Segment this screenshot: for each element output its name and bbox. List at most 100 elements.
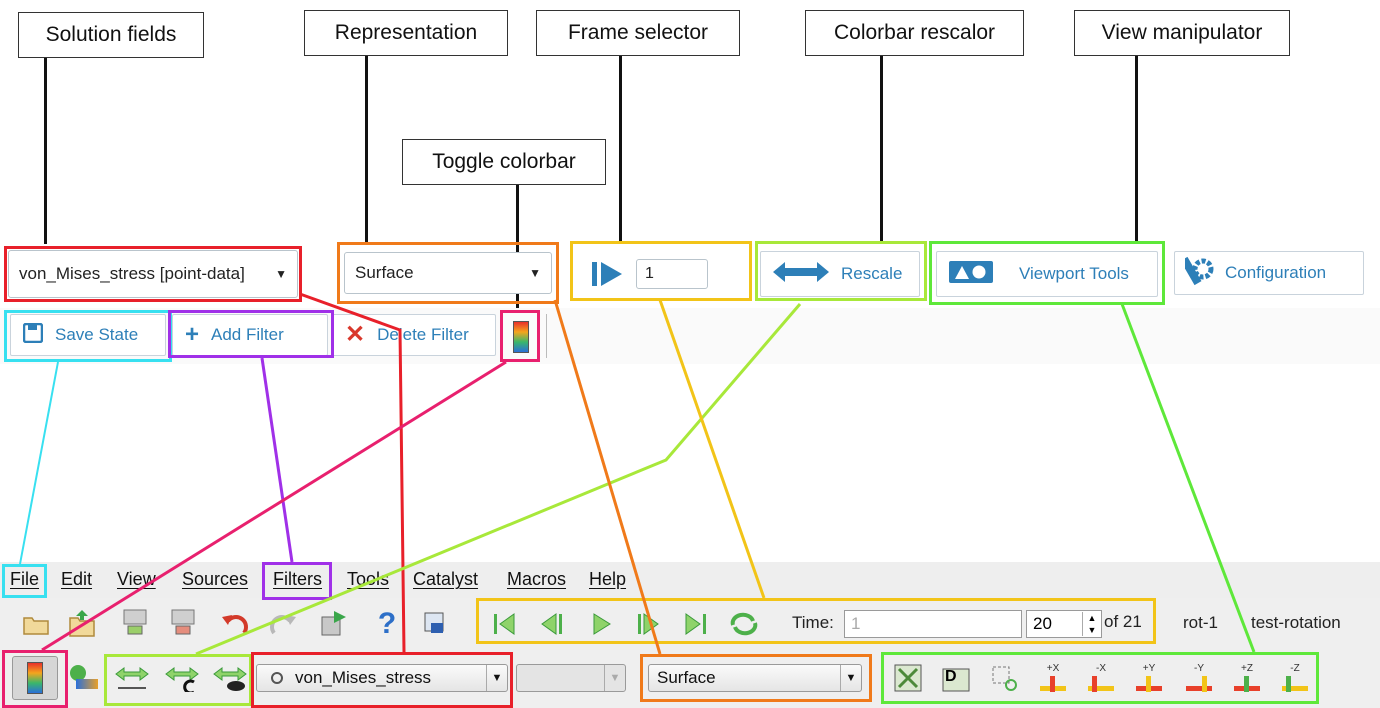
source-name-label: rot-1 (1183, 613, 1218, 632)
leader-solution-fields (44, 58, 47, 244)
menu-help[interactable]: Help (589, 569, 627, 589)
rescale-visible-range-icon[interactable] (210, 662, 250, 696)
colorbar-toggle-button[interactable] (504, 314, 538, 360)
chevron-down-icon: ▼ (840, 665, 861, 691)
play-frame-icon[interactable] (590, 259, 624, 289)
highlight-frame-selector-top (570, 241, 752, 301)
configuration-button[interactable]: Configuration (1174, 251, 1364, 295)
axis-label: +Z (1241, 662, 1253, 674)
representation-combo[interactable]: Surface ▼ (648, 664, 862, 692)
axis-label: -Z (1290, 662, 1300, 674)
callout-colorbar-rescalor: Colorbar rescalor (805, 10, 1024, 56)
viewport-tools-button[interactable]: Viewport Tools (936, 251, 1158, 297)
chevron-down-icon: ▼ (275, 267, 287, 281)
axis-label: -X (1096, 662, 1106, 674)
wrench-gear-icon (1180, 255, 1217, 292)
callout-view-manipulator: View manipulator (1074, 10, 1290, 56)
spin-arrows-icon[interactable]: ▲▼ (1082, 612, 1101, 636)
callout-frame-selector: Frame selector (536, 10, 740, 56)
toggle-colorbar-toolbar-button[interactable] (12, 656, 58, 700)
menu-sources[interactable]: Sources (182, 569, 249, 589)
menu-file[interactable]: File (10, 569, 40, 589)
connector-solution-fields (299, 292, 406, 653)
colorbar-icon (513, 321, 529, 353)
solution-field-select[interactable]: von_Mises_stress [point-data] ▼ (8, 250, 298, 298)
highlight-add-filter-top (168, 310, 334, 358)
last-frame-icon[interactable] (678, 608, 712, 640)
view-axis-minus-y-icon[interactable]: -Y (1180, 660, 1218, 698)
callout-label: Solution fields (45, 23, 177, 46)
highlight-solution-fields-bottom (251, 652, 513, 708)
view-axis-minus-z-icon[interactable]: -Z (1276, 660, 1314, 698)
callout-label: View manipulator (1101, 21, 1263, 44)
zoom-to-box-icon[interactable] (986, 660, 1022, 696)
loop-icon[interactable] (726, 608, 762, 640)
leader-frame-selector (619, 56, 622, 242)
representation-combo-value: Surface (657, 668, 716, 687)
highlight-representation-top (337, 242, 559, 304)
representation-value: Surface (355, 263, 414, 282)
connector-rescale (195, 303, 802, 656)
colorbar-icon (27, 662, 43, 694)
axis-label: +Y (1142, 662, 1156, 674)
view-axis-plus-y-icon[interactable]: +Y (1130, 660, 1168, 698)
floppy-disk-icon (22, 322, 44, 348)
highlight-toggle-colorbar-top (500, 310, 540, 362)
undo-icon[interactable] (218, 608, 252, 640)
callout-toggle-colorbar: Toggle colorbar (402, 139, 606, 185)
pick-center-icon[interactable] (418, 606, 452, 642)
frame-input[interactable]: 1 (636, 259, 708, 289)
first-frame-icon[interactable] (488, 608, 522, 640)
frame-index-spinbox[interactable]: 20 ▲▼ (1026, 610, 1102, 638)
camera-link-icon[interactable] (316, 606, 350, 642)
previous-frame-icon[interactable] (536, 608, 570, 640)
redo-icon[interactable] (266, 608, 300, 640)
rescale-data-range-icon[interactable] (112, 662, 152, 696)
color-legend-editor-icon[interactable] (66, 660, 102, 696)
help-icon[interactable]: ? (377, 607, 397, 640)
reset-camera-icon[interactable] (890, 660, 926, 696)
menubar (0, 562, 1380, 598)
rescale-button[interactable]: Rescale (760, 251, 920, 297)
play-icon[interactable] (584, 608, 618, 640)
component-combo[interactable]: ▼ (516, 664, 626, 692)
svg-text:D: D (945, 668, 957, 685)
open-folder-icon[interactable] (20, 608, 52, 640)
solution-field-value: von_Mises_stress [point-data] (19, 264, 245, 283)
row-separator (546, 314, 547, 358)
rescale-custom-range-icon[interactable] (162, 662, 202, 696)
disconnect-server-icon[interactable] (166, 606, 200, 642)
view-axis-plus-x-icon[interactable]: +X (1034, 660, 1072, 698)
frame-selector-panel: 1 (578, 250, 742, 298)
view-axis-minus-x-icon[interactable]: -X (1082, 660, 1120, 698)
menu-macros[interactable]: Macros (507, 569, 567, 589)
highlight-file-menu (2, 564, 47, 598)
connector-representation (553, 299, 662, 655)
save-state-button[interactable]: Save State (10, 314, 166, 356)
highlight-filters-menu (262, 562, 332, 600)
connector-add-filter (260, 357, 294, 563)
menu-edit[interactable]: Edit (61, 569, 93, 589)
chevron-down-icon: ▼ (604, 665, 625, 691)
menu-filters[interactable]: Filters (273, 569, 322, 589)
plus-icon: + (185, 321, 200, 348)
connect-server-icon[interactable] (118, 606, 152, 642)
highlight-solution-fields-top (4, 246, 302, 302)
chevron-down-icon: ▼ (529, 266, 541, 280)
callout-label: Toggle colorbar (432, 150, 576, 173)
menu-catalyst[interactable]: Catalyst (413, 569, 479, 589)
representation-select[interactable]: Surface ▼ (344, 252, 552, 294)
callout-representation: Representation (304, 10, 508, 56)
frame-index-value: 20 (1033, 614, 1052, 633)
view-axis-plus-z-icon[interactable]: +Z (1228, 660, 1266, 698)
circle-icon (271, 672, 283, 684)
highlight-vcr-controls (476, 598, 1156, 644)
time-input[interactable]: 1 (844, 610, 1022, 638)
leader-representation (365, 56, 368, 242)
callout-label: Representation (334, 21, 478, 44)
array-combo[interactable]: von_Mises_stress ▼ (256, 664, 508, 692)
shapes-icon (949, 260, 993, 288)
menu-tools[interactable]: Tools (347, 569, 390, 589)
save-state-label: Save State (55, 325, 139, 344)
reset-camera-closest-icon[interactable]: D (938, 660, 974, 696)
